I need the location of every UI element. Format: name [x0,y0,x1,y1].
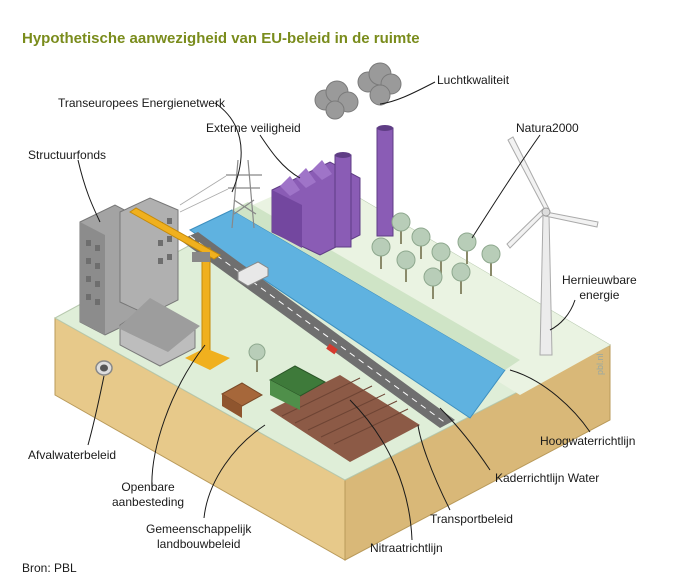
label-natura2000: Natura2000 [516,121,579,136]
label-structuurfonds: Structuurfonds [28,148,106,163]
label-gemeenschap-line2: landbouwbeleid [146,537,251,552]
label-hernieuwbare-energie: Hernieuwbare energie [562,273,637,303]
label-openbare-line1: Openbare [112,480,184,495]
smoke [315,63,401,119]
label-externe-veiligheid: Externe veiligheid [206,121,301,136]
label-afvalwaterbeleid: Afvalwaterbeleid [28,448,116,463]
chimney-right [377,128,393,236]
wind-turbine-mast [540,215,552,355]
crane-cab [192,252,210,262]
label-gemeenschap-line1: Gemeenschappelijk [146,522,251,537]
label-hernieuwbare-line1: Hernieuwbare [562,273,637,288]
label-hernieuwbare-line2: energie [562,288,637,303]
label-nitraatrichtlijn: Nitraatrichtlijn [370,541,443,556]
chimney-left [335,155,351,247]
watermark: pbl.nl [595,353,605,375]
crane-mast [202,248,210,353]
label-transportbeleid: Transportbeleid [430,512,513,527]
label-luchtkwaliteit: Luchtkwaliteit [437,73,509,88]
label-openbare-aanbesteding: Openbare aanbesteding [112,480,184,510]
label-gemeenschappelijk-landbouwbeleid: Gemeenschappelijk landbouwbeleid [146,522,251,552]
label-transeuropees-energienetwerk: Transeuropees Energienetwerk [58,96,225,111]
label-hoogwaterrichtlijn: Hoogwaterrichtlijn [540,434,635,449]
label-openbare-line2: aanbesteding [112,495,184,510]
source-note: Bron: PBL [22,561,77,575]
wind-turbine-blades [507,137,598,248]
label-kaderrichtlijn-water: Kaderrichtlijn Water [495,471,599,486]
